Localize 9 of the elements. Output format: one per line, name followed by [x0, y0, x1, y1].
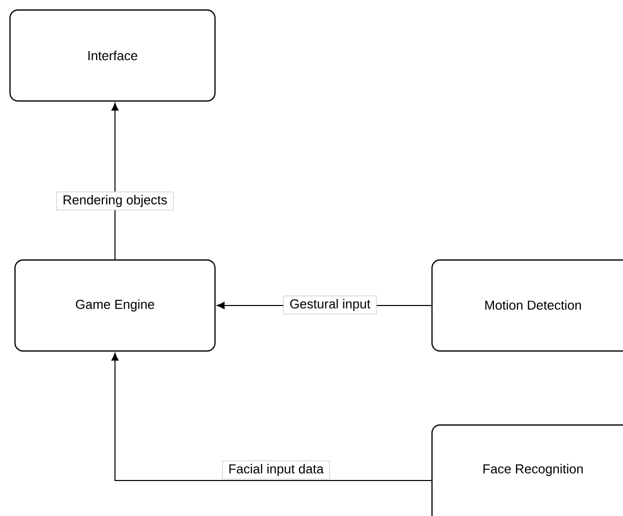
edge-label: Gestural input — [283, 296, 377, 314]
process-box: Face Recognition — [431, 424, 623, 516]
process-box: Motion Detection — [431, 259, 623, 352]
process-box: Interface — [9, 9, 216, 102]
edge-label: Facial input data — [222, 460, 330, 480]
process-box: Game Engine — [14, 259, 216, 352]
arrow — [111, 102, 119, 260]
arrow — [111, 352, 432, 481]
edge-label: Rendering objects — [56, 192, 174, 210]
